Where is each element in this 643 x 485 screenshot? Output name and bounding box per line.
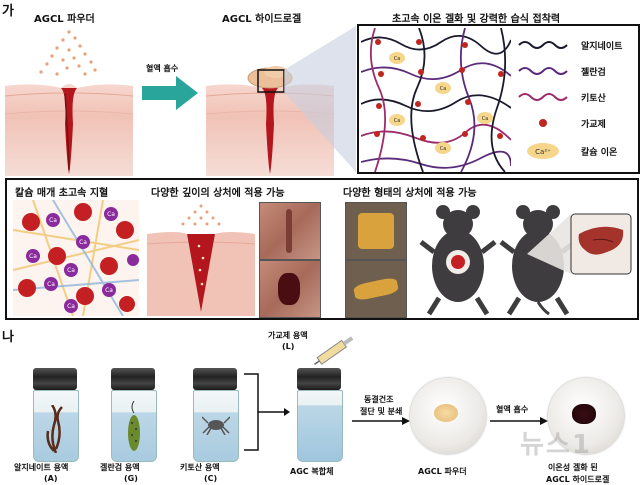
feature-title-2: 다양한 깊이의 상처에 적용 가능 bbox=[151, 188, 285, 199]
legend-chitosan-label: 키토산 bbox=[581, 93, 606, 104]
vial-chitosan bbox=[190, 368, 240, 464]
blood-absorb-label-a: 혈액 흡수 bbox=[146, 64, 179, 73]
feature-title-3: 다양한 형태의 상처에 적용 가능 bbox=[343, 188, 477, 199]
complex-label: AGC 복합체 bbox=[290, 467, 334, 476]
svg-text:Ca: Ca bbox=[105, 287, 113, 294]
crab-icon bbox=[202, 416, 230, 435]
syringe-icon bbox=[314, 336, 354, 365]
gel-box-title: 초고속 이온 겔화 및 강력한 습식 접착력 bbox=[392, 14, 561, 25]
legend-chitosan: 키토산 bbox=[517, 88, 606, 106]
gel-legend: 알지네이트 젤란검 키토산 가교제 Ca²⁺ 칼슘 이온 bbox=[509, 32, 637, 170]
process-label-1: 동결건조 bbox=[364, 395, 394, 404]
vial-alginate-name: 알지네이트 용액 bbox=[14, 463, 69, 472]
svg-text:Ca: Ca bbox=[394, 56, 401, 62]
skin-powder-illustration bbox=[5, 30, 133, 176]
svg-text:Ca: Ca bbox=[482, 116, 489, 122]
svg-text:Ca: Ca bbox=[67, 303, 75, 310]
vial-gellan-name: 겔란검 용액 bbox=[100, 463, 140, 472]
vial-gellan bbox=[108, 368, 158, 464]
feature-title-1: 칼슘 매개 초고속 지혈 bbox=[15, 188, 109, 199]
legend-crosslinker: 가교제 bbox=[517, 114, 606, 132]
svg-text:Ca: Ca bbox=[29, 253, 37, 260]
legend-calcium-label: 칼슘 이온 bbox=[581, 147, 618, 158]
tissue-photo-2 bbox=[259, 260, 321, 318]
shape-photo-1 bbox=[345, 202, 407, 260]
final-label-2: AGCL 하이드로겔 bbox=[546, 475, 610, 484]
hydrogel-dish bbox=[548, 378, 624, 454]
legend-alginate: 알지네이트 bbox=[517, 36, 622, 54]
process-label-2: 절단 및 분쇄 bbox=[360, 407, 403, 416]
svg-text:Ca: Ca bbox=[47, 281, 55, 288]
legend-crosslinker-label: 가교제 bbox=[581, 119, 606, 130]
process-arrow bbox=[352, 417, 410, 425]
vial-chitosan-name: 키토산 용액 bbox=[180, 463, 220, 472]
final-label-1: 이온성 겔화 된 bbox=[548, 463, 598, 472]
legend-alginate-label: 알지네이트 bbox=[581, 41, 623, 52]
vial-complex bbox=[294, 368, 344, 464]
mouse-front-illustration bbox=[419, 205, 497, 316]
vial-gellan-code: (G) bbox=[124, 474, 138, 483]
svg-text:Ca: Ca bbox=[107, 211, 115, 218]
seaweed-icon bbox=[46, 405, 63, 453]
teal-arrow-a bbox=[142, 76, 198, 110]
svg-text:Ca: Ca bbox=[79, 239, 87, 246]
legend-gellan: 젤란검 bbox=[517, 62, 606, 80]
legend-ion-text: Ca²⁺ bbox=[535, 148, 551, 156]
panel-a-label: 가 bbox=[2, 4, 14, 19]
tissue-photo-1 bbox=[259, 202, 321, 260]
svg-text:Ca: Ca bbox=[440, 86, 447, 92]
merge-bracket-arrow bbox=[244, 373, 290, 451]
liver-callout bbox=[527, 213, 632, 275]
vial-alginate bbox=[30, 368, 80, 464]
powder-label: AGCL 파우더 bbox=[418, 467, 467, 476]
vial-chitosan-code: (C) bbox=[204, 474, 218, 483]
shape-photo-2 bbox=[345, 260, 407, 318]
crosslinker-title: 가교제 용액 bbox=[268, 331, 308, 340]
watermark: 뉴스1 bbox=[520, 430, 592, 460]
vial-alginate-code: (A) bbox=[44, 474, 58, 483]
svg-text:Ca: Ca bbox=[49, 217, 57, 224]
features-box: 칼슘 매개 초고속 지혈 다양한 깊이의 상처에 적용 가능 다양한 형태의 상… bbox=[5, 178, 639, 320]
svg-text:Ca: Ca bbox=[440, 146, 447, 152]
powder-dish bbox=[410, 378, 486, 454]
blood-absorb-arrow bbox=[490, 417, 548, 425]
blood-absorb-label-b: 혈액 흡수 bbox=[496, 405, 529, 414]
panel-b-label: 나 bbox=[2, 330, 14, 345]
legend-gellan-label: 젤란검 bbox=[581, 67, 606, 78]
svg-text:Ca: Ca bbox=[67, 267, 75, 274]
legend-calcium: Ca²⁺ 칼슘 이온 bbox=[517, 142, 617, 160]
zoom-wedge bbox=[284, 26, 356, 172]
powder-title: AGCL 파우더 bbox=[34, 14, 95, 25]
bacteria-icon bbox=[128, 401, 140, 451]
hydrogel-title: AGCL 하이드로겔 bbox=[222, 14, 302, 25]
deep-wound-illustration bbox=[147, 204, 255, 316]
crosslinker-code: (L) bbox=[282, 342, 295, 351]
svg-text:Ca: Ca bbox=[394, 118, 401, 124]
